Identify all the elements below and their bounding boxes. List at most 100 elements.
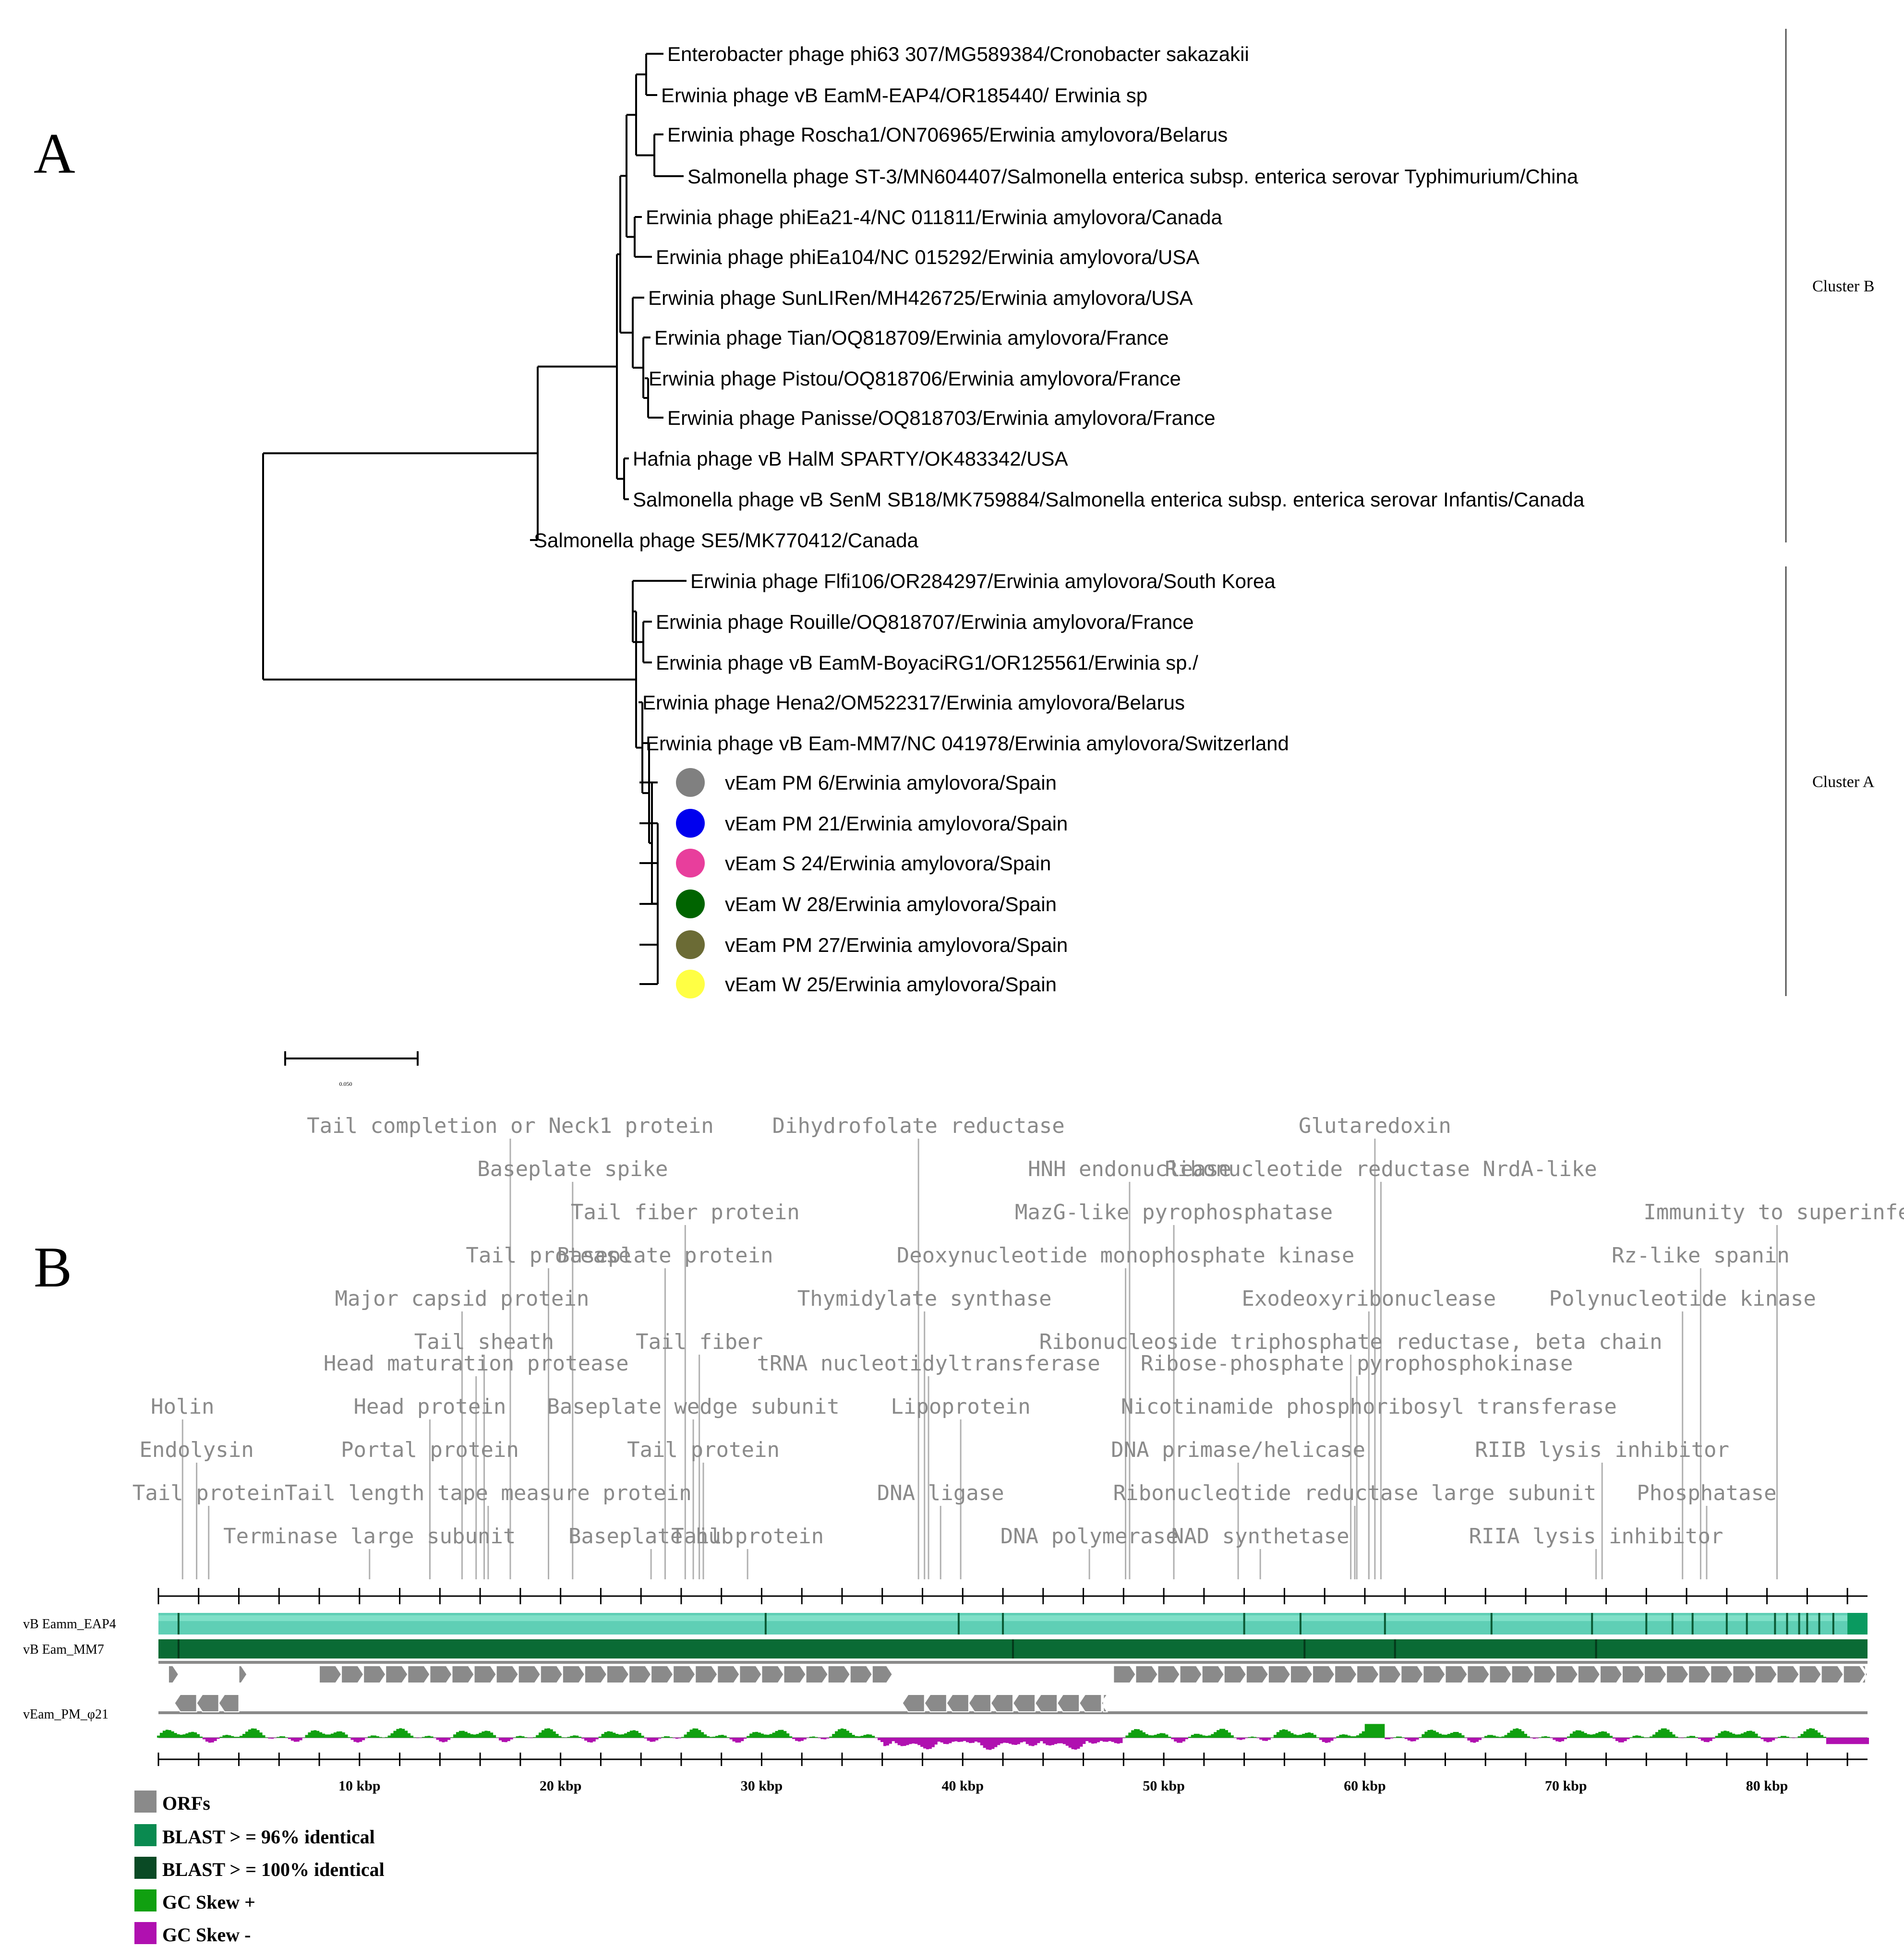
legend-label: ORFs — [162, 1792, 210, 1814]
genome-axis-label: 30 kbp — [741, 1778, 783, 1794]
orf-forward — [805, 1665, 829, 1683]
tree-leaf-label: Enterobacter phage phi63 307/MG589384/Cr… — [667, 43, 1249, 65]
gene-label: Exodeoxyribonuclease — [1241, 1286, 1496, 1311]
orf-forward — [606, 1665, 630, 1683]
orf-forward — [1555, 1665, 1579, 1683]
isolate-marker — [676, 889, 705, 918]
gene-label: Ribonucleoside triphosphate reductase, b… — [1039, 1330, 1663, 1354]
orf-forward — [849, 1665, 873, 1683]
genome-axis-label: 50 kbp — [1143, 1778, 1185, 1794]
gene-label: Head maturation protease — [324, 1351, 629, 1376]
orf-forward — [871, 1665, 893, 1683]
orf-reverse — [968, 1694, 991, 1712]
orf-forward — [1245, 1665, 1269, 1683]
phylogenetic-tree: Enterobacter phage phi63 307/MG589384/Cr… — [262, 43, 1585, 998]
tree-leaf-label: Erwinia phage Rouille/OQ818707/Erwinia a… — [656, 611, 1194, 633]
tree-leaf-label: Erwinia phage vB EamM-EAP4/OR185440/ Erw… — [661, 84, 1147, 107]
gene-label: NAD synthetase — [1171, 1524, 1350, 1549]
orf-reverse — [196, 1694, 219, 1712]
gene-label: Nicotinamide phosphoribosyl transferase — [1121, 1394, 1617, 1419]
gene-label: Rz-like spanin — [1612, 1243, 1790, 1268]
gene-label: MazG-like pyrophosphatase — [1015, 1200, 1333, 1225]
gene-label: Glutaredoxin — [1299, 1114, 1451, 1138]
tree-leaf-label: Erwinia phage Roscha1/ON706965/Erwinia a… — [667, 123, 1228, 146]
orf-forward — [1710, 1665, 1734, 1683]
tree-leaf-label: Erwinia phage phiEa21-4/NC 011811/Erwini… — [646, 206, 1222, 228]
legend-swatch — [134, 1857, 157, 1879]
orf-reverse — [174, 1694, 197, 1712]
orf-forward — [518, 1665, 541, 1683]
orf-forward — [1157, 1665, 1181, 1683]
gene-label: Head protein — [353, 1394, 506, 1419]
gene-label: Ribonucleotide reductase NrdA-like — [1165, 1157, 1597, 1181]
gene-label: Thymidylate synthase — [797, 1286, 1052, 1311]
orf-forward — [238, 1665, 248, 1683]
tree-leaf-label: Erwinia phage SunLIRen/MH426725/Erwinia … — [648, 287, 1193, 309]
orf-reverse — [946, 1694, 969, 1712]
orf-reverse — [1056, 1694, 1080, 1712]
tree-leaf-label: Erwinia phage vB EamM-BoyaciRG1/OR125561… — [656, 651, 1198, 674]
legend-swatch — [134, 1824, 157, 1846]
gene-label: Portal protein — [341, 1438, 519, 1462]
tree-leaf-label: Salmonella phage vB SenM SB18/MK759884/S… — [633, 488, 1585, 511]
orf-reverse — [1101, 1694, 1109, 1712]
legend-label: GC Skew + — [162, 1891, 255, 1913]
tree-leaf-label: vEam W 28/Erwinia amylovora/Spain — [725, 893, 1057, 915]
orf-forward — [319, 1665, 342, 1683]
orf-forward — [341, 1665, 364, 1683]
orf-forward — [717, 1665, 740, 1683]
gene-label: Tail fiber protein — [571, 1200, 800, 1225]
gene-label: Tail protein — [627, 1438, 780, 1462]
orf-forward — [1688, 1665, 1711, 1683]
orf-forward — [1577, 1665, 1601, 1683]
tree-leaf-label: Erwinia phage phiEa104/NC 015292/Erwinia… — [656, 246, 1199, 268]
orf-forward — [407, 1665, 431, 1683]
gene-label: Major capsid protein — [335, 1286, 590, 1311]
orf-forward — [562, 1665, 586, 1683]
isolate-marker — [676, 768, 705, 797]
gene-label: Baseplate hub — [568, 1524, 734, 1549]
panel-b-letter: B — [34, 1235, 72, 1299]
legend-swatch — [134, 1889, 157, 1911]
tree-leaf-label: Salmonella phage SE5/MK770412/Canada — [534, 529, 919, 552]
scale-bar: 0.050 — [284, 1051, 419, 1087]
orf-forward — [1312, 1665, 1336, 1683]
gene-label: tRNA nucleotidyltransferase — [757, 1351, 1100, 1376]
genome-axis-label: 70 kbp — [1545, 1778, 1587, 1794]
orf-forward — [1445, 1665, 1468, 1683]
orf-forward — [1644, 1665, 1667, 1683]
track-label: vB Eamm_EAP4 — [23, 1617, 116, 1632]
gene-label: Tail sheath — [414, 1330, 554, 1354]
orf-forward — [1798, 1665, 1822, 1683]
orf-forward — [1533, 1665, 1557, 1683]
gene-label: Polynucleotide kinase — [1549, 1286, 1816, 1311]
tree-leaf-label: vEam PM 21/Erwinia amylovora/Spain — [725, 812, 1068, 835]
orf-forward — [783, 1665, 807, 1683]
tree-leaf-label: Erwinia phage Flfi106/OR284297/Erwinia a… — [690, 570, 1276, 592]
orf-forward — [429, 1665, 453, 1683]
orf-forward — [1754, 1665, 1778, 1683]
tree-leaf-label: Erwinia phage Panisse/OQ818703/Erwinia a… — [667, 407, 1216, 429]
genome-axis-label: 10 kbp — [338, 1778, 381, 1794]
legend-swatch — [134, 1922, 157, 1944]
tree-leaf-label: vEam PM 27/Erwinia amylovora/Spain — [725, 934, 1068, 956]
orf-reverse — [218, 1694, 240, 1712]
orf-forward — [1179, 1665, 1203, 1683]
orf-forward — [451, 1665, 475, 1683]
orf-forward — [1289, 1665, 1314, 1683]
orf-forward — [584, 1665, 608, 1683]
orf-forward — [651, 1665, 674, 1683]
legend-label: BLAST > = 96% identical — [162, 1826, 375, 1848]
orf-forward — [385, 1665, 409, 1683]
gene-label: Tail length tape measure protein — [285, 1481, 692, 1505]
orf-forward — [1467, 1665, 1490, 1683]
orf-forward — [1622, 1665, 1645, 1683]
cluster-label: Cluster A — [1812, 773, 1875, 791]
gene-label: Terminase large subunit — [223, 1524, 516, 1549]
orf-forward — [673, 1665, 696, 1683]
isolate-marker — [676, 809, 705, 838]
